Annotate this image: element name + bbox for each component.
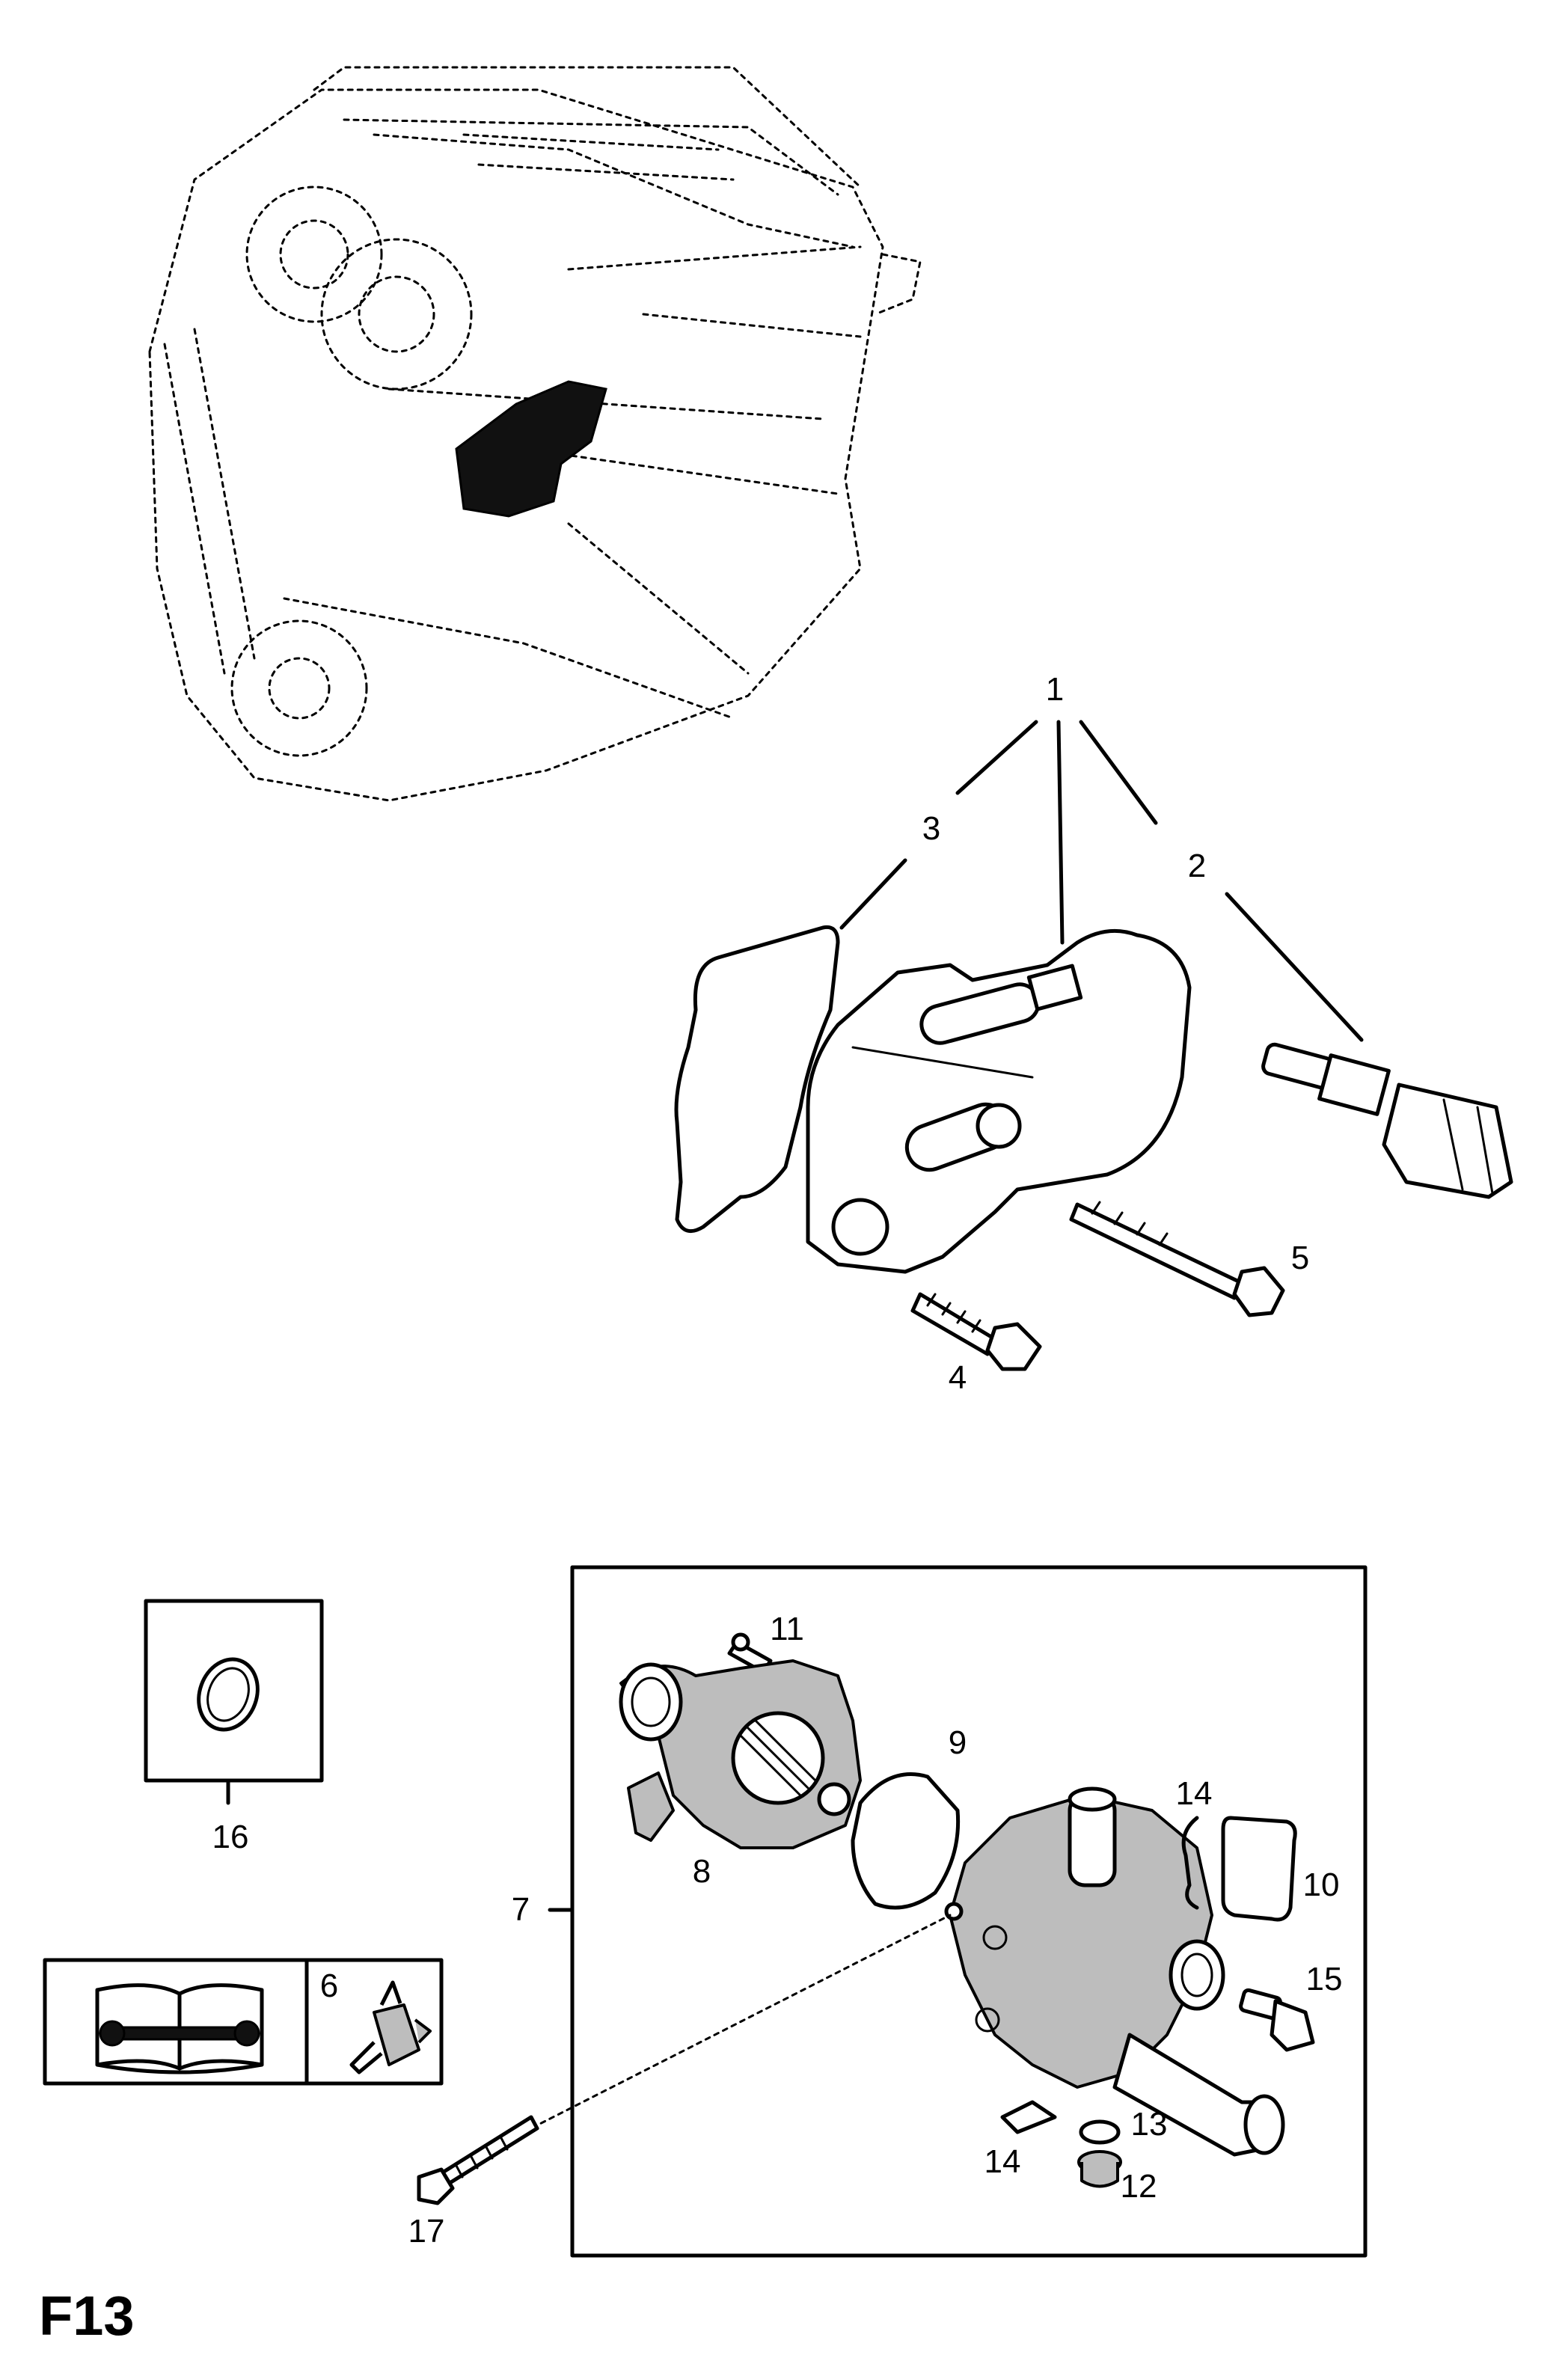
callout-3: 3 [922,810,941,847]
o-ring [1079,2119,1121,2145]
long-mounting-bolt [417,2115,539,2205]
callout-11: 11 [770,1611,804,1647]
gasket-ring [851,1772,961,1910]
callout-10: 10 [1302,1867,1340,1903]
short-bolt [910,1292,1042,1371]
open-book-wrench-icon [95,1983,264,2074]
seal-plate [1221,1816,1297,1922]
service-info-box [43,1958,444,2086]
long-bolt [1069,1201,1285,1317]
callout-7: 7 [511,1891,530,1928]
callout-8: 8 [692,1853,711,1890]
temperature-sensor [1261,1042,1513,1199]
callout-12: 12 [1120,2168,1157,2205]
retaining-clip-lower [1000,2100,1057,2134]
seal-ring-box [144,1599,324,1783]
housing-sensor [1239,1988,1315,2052]
callout-13: 13 [1130,2106,1168,2143]
callout-17: 17 [408,2213,445,2250]
callout-1-leader-lines [839,720,1364,1042]
sealant-tube-icon [349,1980,432,2074]
callout-9: 9 [948,1724,967,1761]
callout-5: 5 [1290,1240,1310,1276]
thermostat-unit [619,1659,862,1849]
callout-4: 4 [948,1359,967,1396]
thermostat-housing [806,928,1192,1274]
engine-overview-illustration [148,66,922,802]
callout-14-upper: 14 [1175,1775,1213,1812]
callout-1: 1 [1045,671,1065,708]
callout-16: 16 [212,1819,249,1855]
retaining-clip [1181,1816,1199,1910]
callout-6: 6 [319,1968,339,2004]
coolant-housing [944,1786,1285,2157]
seal-ring [197,1657,260,1732]
housing-gasket [674,925,840,1234]
callout-2: 2 [1187,848,1207,884]
figure-code: F13 [39,2285,135,2347]
callout-15: 15 [1305,1961,1343,1997]
plug [1077,2150,1122,2188]
callout-14-lower: 14 [984,2143,1021,2180]
